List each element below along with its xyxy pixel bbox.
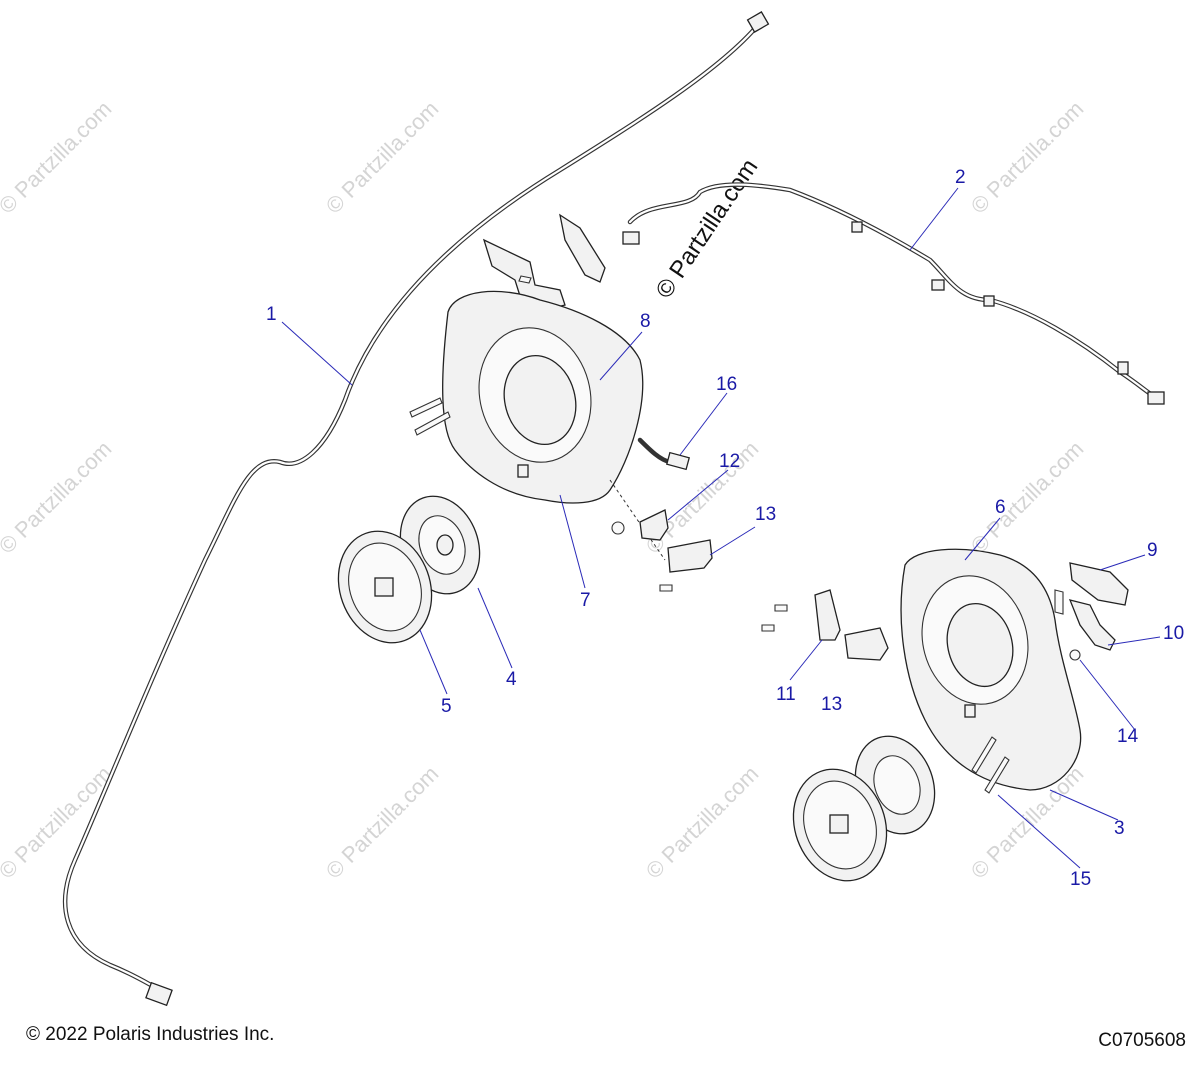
bracket-part-12 [611, 509, 669, 541]
latch-icon [517, 464, 529, 478]
harness-part-2 [622, 182, 1165, 405]
callout-5: 5 [441, 696, 452, 717]
watermark-tile: © Partzilla.com [641, 761, 764, 884]
screw-icon [659, 584, 673, 592]
connector-icon [1147, 391, 1165, 405]
callout-2: 2 [955, 167, 966, 188]
screw-icon [984, 756, 1010, 794]
callout-12: 12 [719, 451, 740, 472]
connector-icon [145, 981, 173, 1007]
clip-icon [851, 221, 863, 233]
watermark-tile: © Partzilla.com [0, 436, 116, 559]
callout-10: 10 [1163, 623, 1184, 644]
screw-part-14 [1054, 589, 1081, 661]
watermark-tile: © Partzilla.com [966, 436, 1089, 559]
latch-icon [964, 704, 976, 718]
callout-7: 7 [580, 590, 591, 611]
speaker-pair-right [792, 735, 936, 882]
screw-icon [971, 736, 997, 774]
connector-part-16 [637, 437, 691, 471]
watermark-tile: © Partzilla.com [321, 96, 444, 219]
screw-icon [774, 604, 788, 612]
bracket-part-13-right [844, 627, 889, 661]
speaker-part-5 [337, 530, 433, 644]
callout-6: 6 [995, 497, 1006, 518]
watermark-tile: © Partzilla.com [321, 761, 444, 884]
drawing-code: C0705608 [1098, 1030, 1186, 1051]
screw-set-left [409, 397, 451, 436]
callout-16: 16 [716, 374, 737, 395]
callout-15: 15 [1070, 869, 1091, 890]
watermark-tile: © Partzilla.com [0, 761, 116, 884]
watermark-tile: © Partzilla.com [0, 96, 116, 219]
clip-icon [931, 279, 945, 291]
callout-13: 13 [821, 694, 842, 715]
screw-icon [518, 275, 532, 284]
screw-set-part-15 [971, 736, 1010, 794]
copyright-notice: © 2022 Polaris Industries Inc. [26, 1024, 275, 1045]
callout-14: 14 [1117, 726, 1139, 747]
nut-icon [1069, 649, 1081, 661]
clip-icon [983, 295, 995, 307]
bracket-part-10 [1068, 599, 1116, 651]
screw-icon [409, 397, 443, 418]
watermark-center: © Partzilla.com [651, 154, 764, 303]
bracket-part-11 [761, 589, 841, 641]
logo-badge-icon [374, 577, 394, 597]
speaker-enclosure-left [442, 290, 666, 561]
callout-9: 9 [1147, 540, 1158, 561]
callout-8: 8 [640, 311, 651, 332]
connector-icon [622, 231, 640, 245]
logo-badge-icon [829, 814, 849, 834]
leader-lines [281, 187, 1161, 869]
connector-icon [746, 11, 770, 33]
watermark-tile: © Partzilla.com [966, 96, 1089, 219]
screw-icon [761, 624, 775, 632]
callout-13: 13 [755, 504, 776, 525]
screw-icon [1054, 589, 1064, 615]
bracket-part-9 [1069, 562, 1129, 606]
callout-labels: 1 2 3 4 5 6 7 8 9 10 11 12 13 13 14 15 1… [266, 167, 1184, 890]
nut-icon [611, 521, 625, 535]
screw-icon [414, 411, 451, 436]
speaker-enclosure-right [900, 548, 1082, 791]
callout-3: 3 [1114, 818, 1125, 839]
clip-icon [1117, 361, 1129, 375]
harness-long-part-1 [62, 11, 770, 1007]
bracket-part-13-left [659, 539, 713, 592]
callout-4: 4 [506, 669, 517, 690]
callout-1: 1 [266, 304, 277, 325]
callout-11: 11 [776, 684, 796, 705]
